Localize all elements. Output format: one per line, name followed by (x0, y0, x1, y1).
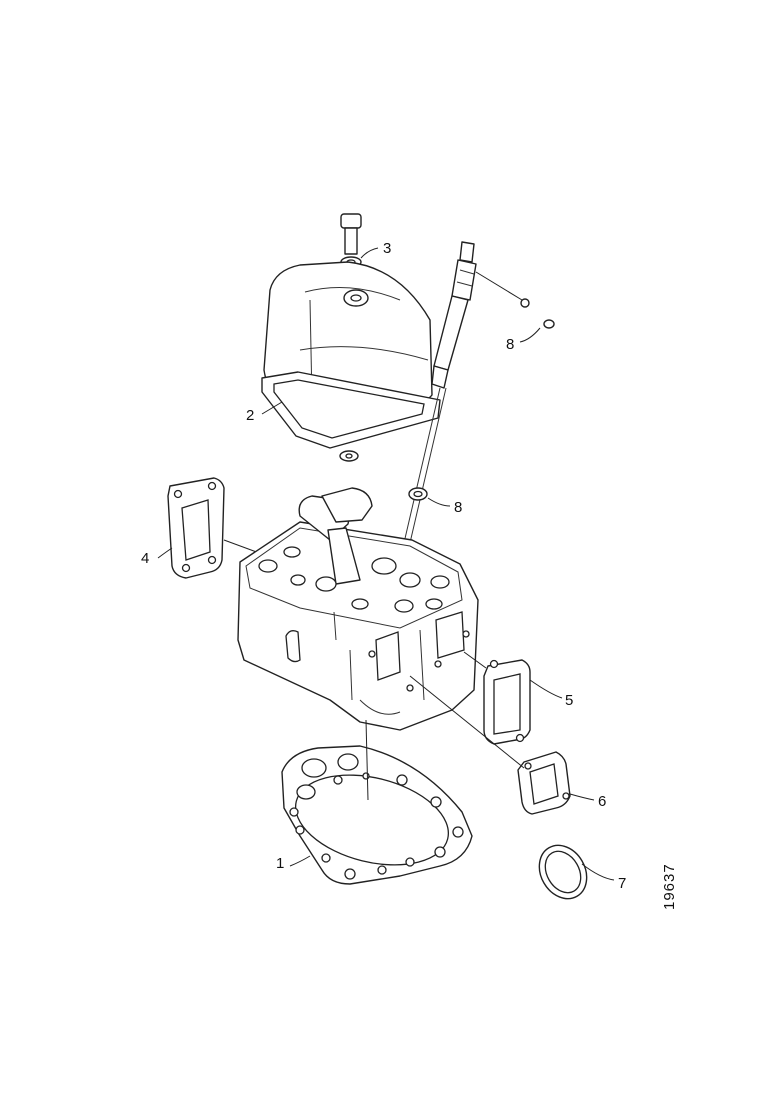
callout-4: 4 (141, 550, 149, 567)
head-gasket (281, 719, 473, 885)
injector-seal-washer (408, 487, 451, 507)
callout-8-lower: 8 (454, 499, 462, 516)
exhaust-gasket (463, 651, 563, 745)
seal-washer (339, 450, 359, 462)
injector (399, 241, 555, 561)
callout-6: 6 (598, 793, 606, 810)
document-number: 19637 (661, 863, 678, 910)
callout-2: 2 (246, 407, 254, 424)
o-ring (538, 844, 615, 900)
callout-8-top: 8 (506, 336, 514, 353)
cover-gasket (261, 371, 441, 449)
callout-5: 5 (565, 692, 573, 709)
cylinder-head (237, 487, 479, 731)
callout-3: 3 (383, 240, 391, 257)
callout-7: 7 (618, 875, 626, 892)
cover-bolt (340, 213, 379, 268)
intake-gasket (157, 477, 263, 579)
callout-1: 1 (276, 855, 284, 872)
flange-gasket (409, 675, 595, 815)
